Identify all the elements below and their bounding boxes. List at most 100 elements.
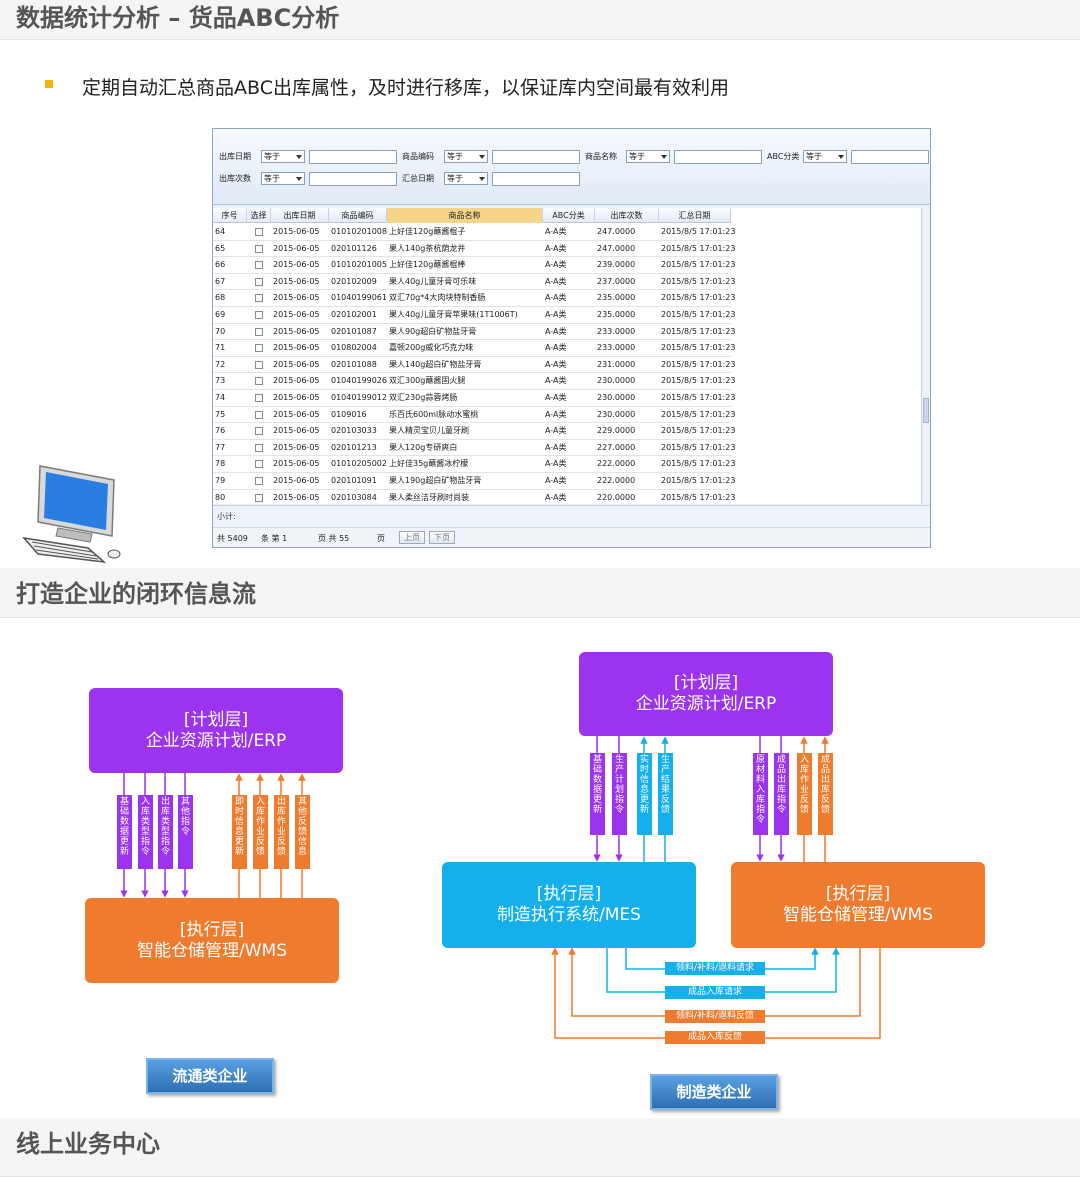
filter-op-count[interactable]: 等于: [261, 172, 305, 185]
filter-op-text: 等于: [264, 152, 280, 161]
table-cell: 2015/8/5 17:01:23: [661, 492, 736, 502]
row-checkbox[interactable]: [255, 327, 263, 336]
row-checkbox[interactable]: [255, 394, 263, 402]
table-cell: A-A类: [545, 442, 567, 452]
filter-input-abc[interactable]: [851, 150, 929, 164]
table-cell: A-A类: [545, 393, 567, 402]
table-cell: 020102009: [331, 276, 377, 286]
left-wms-tag: [执行层]: [179, 919, 245, 940]
filter-label-name: 商品名称: [585, 152, 617, 161]
dropdown-arrow-icon: [296, 155, 302, 159]
filter-op-out-date[interactable]: 等于: [261, 150, 305, 163]
table-cell: 020101126: [331, 243, 377, 253]
next-page-button[interactable]: 下页: [429, 531, 455, 544]
mes-down-label: 生产计划指令: [612, 753, 627, 835]
column-header[interactable]: 出库日期: [271, 208, 329, 223]
section-title-abc: 数据统计分析 – 货品ABC分析: [16, 4, 340, 32]
manufacturing-enterprise-button[interactable]: 制造类企业: [650, 1074, 778, 1110]
row-checkbox[interactable]: [255, 277, 263, 286]
row-checkbox[interactable]: [255, 311, 263, 319]
column-header[interactable]: 汇总日期: [659, 208, 731, 223]
row-checkbox[interactable]: [255, 360, 263, 369]
table-cell: 76: [215, 426, 226, 436]
filter-input-out-date[interactable]: [309, 150, 397, 164]
table-cell: 247.0000: [597, 243, 636, 253]
row-checkbox[interactable]: [255, 427, 263, 436]
left-up-label: 入库作业反馈: [253, 795, 268, 869]
prev-page-button[interactable]: 上页: [399, 531, 425, 544]
left-erp-tag: [计划层]: [183, 709, 249, 730]
filter-op-name[interactable]: 等于: [626, 150, 670, 163]
table-cell: 01040199061: [331, 293, 387, 303]
bullet-icon: [45, 80, 53, 88]
table-cell: 果人140g茶杭荫龙井: [389, 243, 466, 253]
row-checkbox[interactable]: [255, 460, 263, 469]
filter-op-code[interactable]: 等于: [444, 150, 488, 163]
table-cell: 230.0000: [597, 376, 636, 386]
table-cell: 乐百氏600ml脉动水蜜桃: [389, 409, 479, 419]
row-checkbox[interactable]: [255, 344, 263, 353]
filter-op-text: 等于: [806, 152, 822, 161]
row-checkbox[interactable]: [255, 443, 263, 452]
pager-rows: 条 第 1: [261, 534, 288, 543]
column-header[interactable]: 商品名称: [387, 208, 543, 223]
table-cell: 239.0000: [597, 260, 636, 270]
row-checkbox[interactable]: [255, 493, 263, 502]
section-title-closed-loop: 打造企业的闭环信息流: [16, 580, 256, 608]
column-header[interactable]: 商品编码: [329, 208, 387, 223]
table-cell: 220.0000: [597, 492, 636, 502]
column-header[interactable]: ABC分类: [543, 208, 595, 223]
right-wms-box: [执行层] 智能仓储管理/WMS: [731, 862, 985, 948]
scrollbar-thumb[interactable]: [923, 398, 929, 423]
row-checkbox[interactable]: [255, 261, 263, 270]
table-cell: 2015-06-05: [273, 310, 320, 319]
row-checkbox[interactable]: [255, 377, 263, 386]
row-checkbox[interactable]: [255, 294, 263, 303]
table-cell: 上好佳35g蘸酱冰柠檬: [389, 459, 469, 469]
row-checkbox[interactable]: [255, 228, 263, 236]
filter-input-sum-date[interactable]: [492, 172, 580, 186]
column-header[interactable]: 序号: [213, 208, 247, 223]
row-checkbox[interactable]: [255, 410, 263, 419]
filter-input-name[interactable]: [674, 150, 762, 164]
table-cell: 01040199012: [331, 393, 387, 402]
table-cell: 68: [215, 293, 226, 303]
left-down-label: 基础数据更新: [117, 795, 132, 869]
filter-op-sum-date[interactable]: 等于: [444, 172, 488, 185]
mes-up-label: 实时信息更新: [637, 753, 652, 835]
distribution-enterprise-button[interactable]: 流通类企业: [146, 1058, 274, 1094]
wms-up-label: 入库作业反馈: [797, 753, 812, 835]
filter-input-code[interactable]: [492, 150, 580, 164]
row-checkbox[interactable]: [255, 477, 263, 485]
filter-input-count[interactable]: [309, 172, 397, 186]
table-cell: 66: [215, 260, 226, 270]
column-header[interactable]: 选择: [247, 208, 271, 223]
bullet-text: 定期自动汇总商品ABC出库属性，及时进行移库，以保证库内空间最有效利用: [82, 77, 729, 99]
filter-op-abc[interactable]: 等于: [803, 150, 847, 163]
table-cell: 果人精灵宝贝儿童牙刷: [389, 426, 469, 436]
wms-up-label: 成品出库反馈: [818, 753, 833, 835]
column-header[interactable]: 出库次数: [595, 208, 659, 223]
row-checkbox[interactable]: [255, 244, 263, 253]
grid-scrollbar[interactable]: [921, 208, 930, 504]
table-cell: 247.0000: [597, 227, 636, 236]
table-cell: 65: [215, 243, 226, 253]
table-cell: 2015/8/5 17:01:23: [661, 227, 736, 236]
